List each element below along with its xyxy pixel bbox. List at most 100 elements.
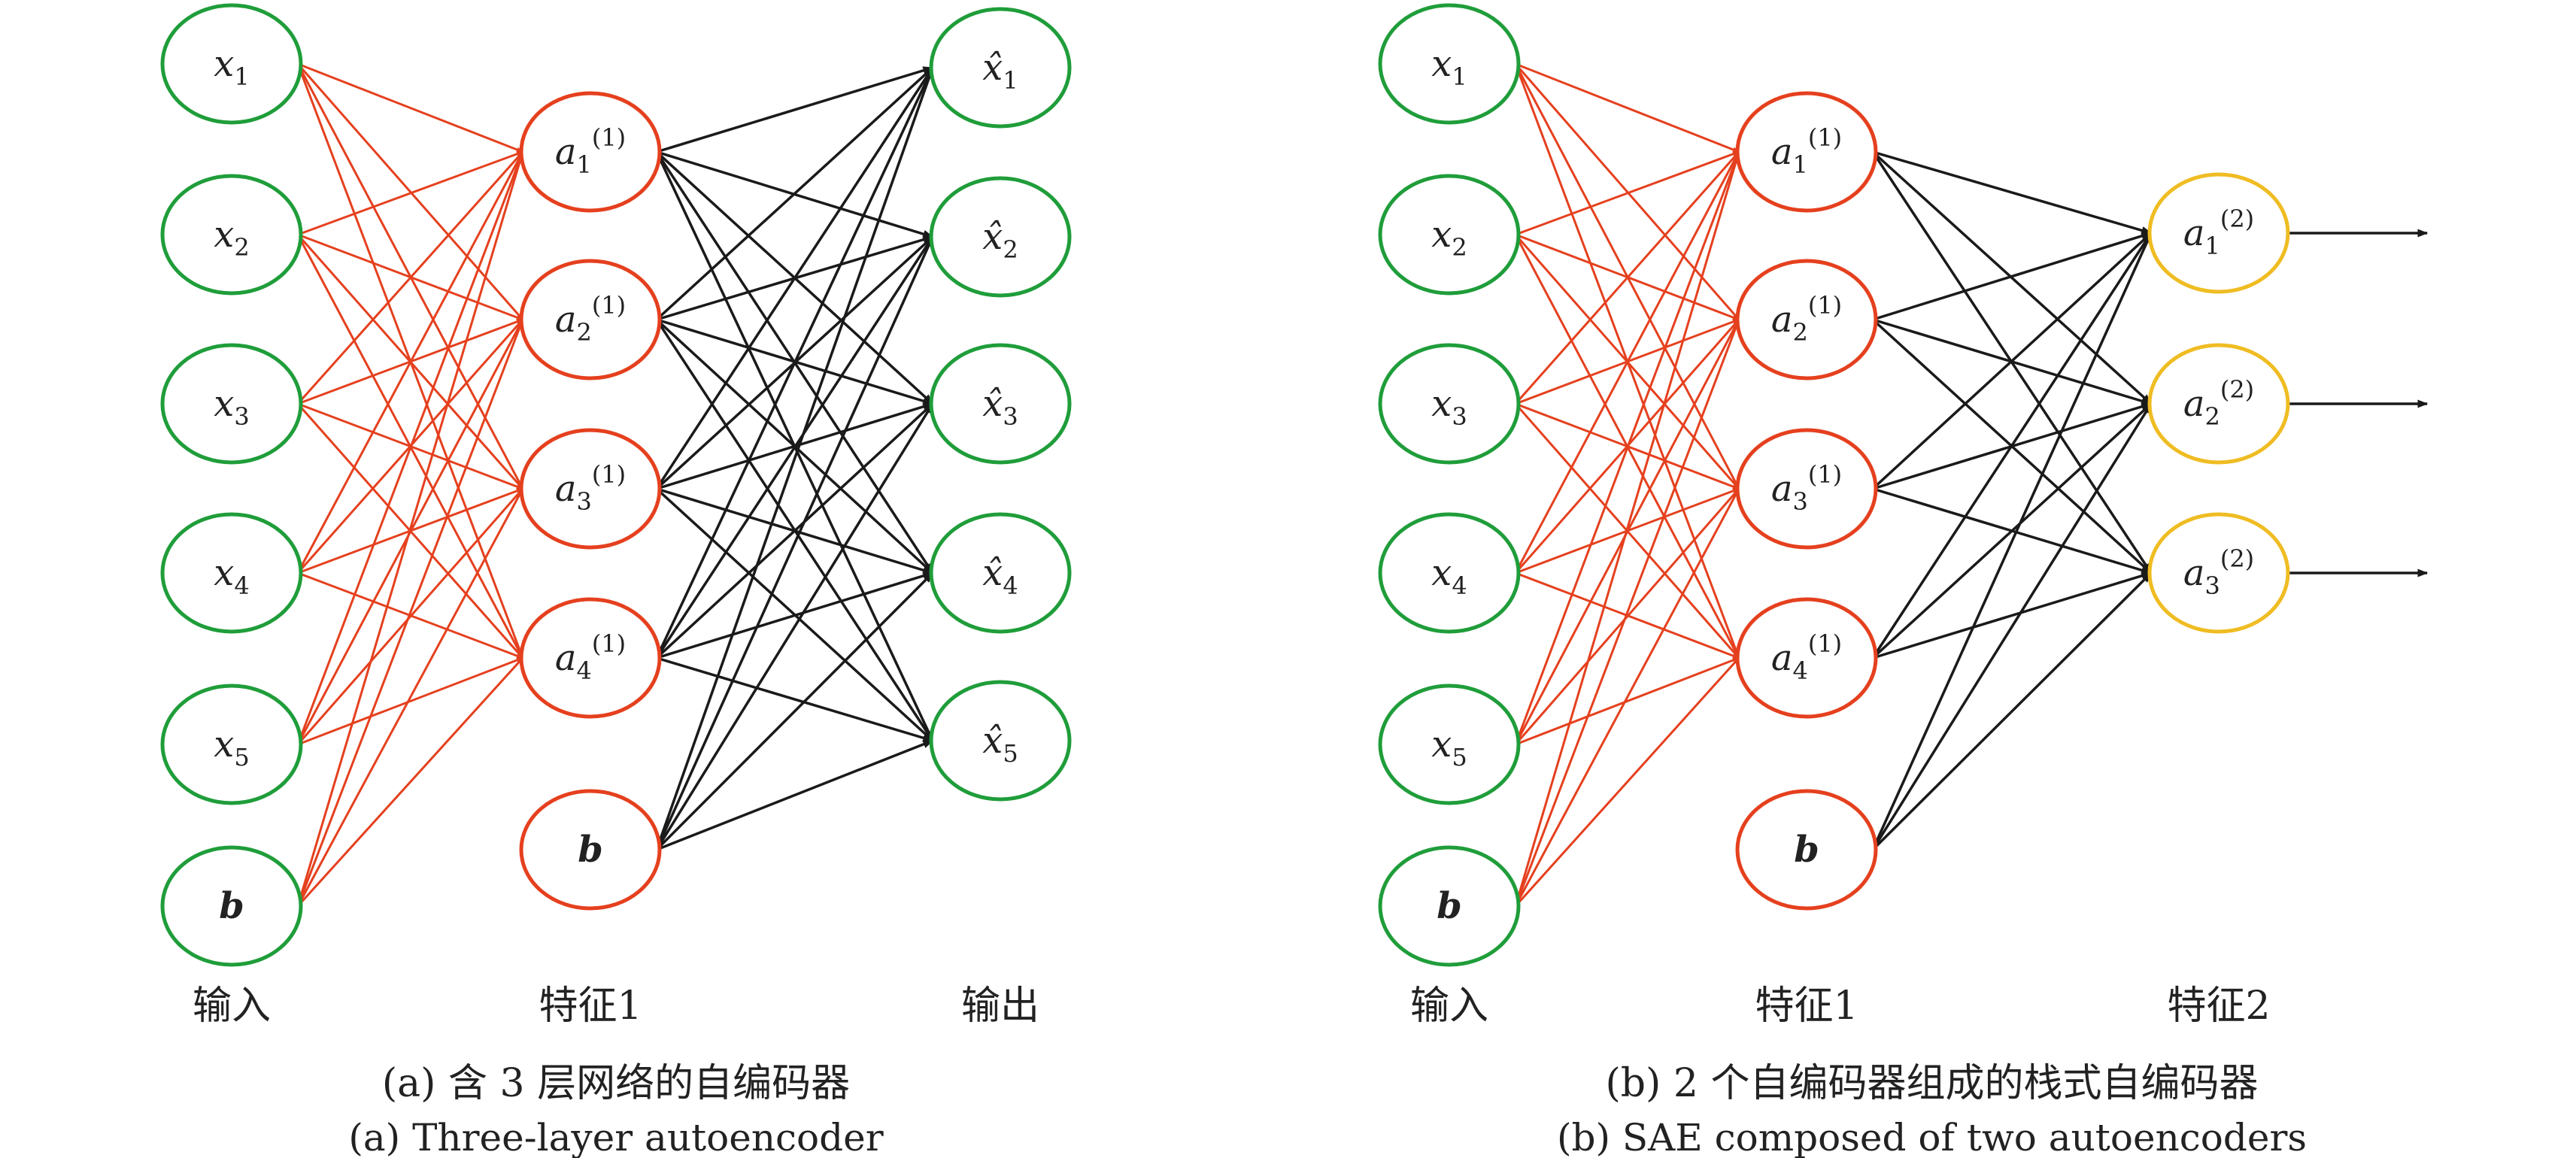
layer-label: 输出 — [961, 984, 1039, 1029]
edge-panel-a-in6-hid4 — [296, 656, 524, 908]
hidden-node-circle — [519, 259, 662, 380]
layer-label: 特征1 — [1755, 984, 1858, 1029]
feature2-node-label-base: a — [2183, 212, 2205, 254]
output-node-label-base: x̂ — [982, 216, 1003, 258]
edge-panel-a-in5-hid4 — [297, 656, 523, 746]
edge-panel-b-hid4-out2 — [1871, 402, 2153, 659]
hidden-node: a4(1) — [519, 597, 662, 719]
edge-panel-b-in5-hid3 — [1514, 488, 1740, 745]
edge-panel-b-hid5-out2 — [1871, 402, 2153, 850]
output-node-label-base: x̂ — [982, 47, 1003, 89]
edge-panel-a-in5-hid1 — [296, 151, 524, 745]
hidden-node-label-sup: (1) — [592, 460, 626, 489]
input-node-circle — [1378, 343, 1521, 465]
hidden-node-circle — [1735, 91, 1878, 213]
edge-panel-b-in6-hid3 — [1514, 488, 1740, 907]
input-node-label: x2 — [1431, 214, 1467, 262]
hidden-node-label-sub: 3 — [576, 487, 591, 516]
input-node-label-base: x — [1431, 214, 1452, 256]
output-node-label-sub: 3 — [1003, 402, 1018, 431]
input-node: x1 — [1378, 3, 1521, 125]
output-node-label-base: x̂ — [982, 552, 1003, 594]
edge-panel-a-hid4-out3 — [655, 402, 934, 659]
input-node-label-sub: 4 — [1452, 571, 1467, 600]
hidden-node-label: a4(1) — [555, 629, 626, 685]
hidden-node-circle — [1735, 597, 1878, 719]
input-node: x4 — [1378, 512, 1521, 634]
hidden-node-label: a1(1) — [1771, 123, 1842, 179]
hidden-node-label: a3(1) — [1771, 460, 1842, 516]
input-node-label: x1 — [214, 43, 249, 91]
edge-panel-b-in1-hid2 — [1514, 63, 1740, 320]
input-node: x2 — [1378, 174, 1521, 296]
edge-panel-a-in2-hid1 — [297, 150, 523, 236]
input-node-label: x1 — [1431, 43, 1467, 91]
hidden-node-label-base: a — [555, 637, 577, 679]
hidden-node-label-sup: (1) — [1808, 291, 1842, 320]
hidden-bias-node-circle — [1735, 789, 1878, 911]
output-node-circle — [929, 176, 1072, 298]
layer-label: 特征2 — [2167, 984, 2270, 1029]
edge-panel-a-hid4-out4 — [656, 571, 934, 659]
edge-panel-a-hid3-out1 — [655, 66, 934, 490]
feature2-node-label-base: a — [2183, 383, 2205, 425]
hidden-bias-node-label: b — [578, 829, 603, 871]
edge-panel-a-in1-hid2 — [296, 63, 524, 320]
output-node-label-sub: 5 — [1003, 739, 1018, 768]
feature2-node: a3(2) — [2147, 512, 2290, 634]
edge-panel-a-hid4-out1 — [655, 66, 934, 659]
output-node-circle — [929, 7, 1072, 129]
feature2-node-circle — [2147, 512, 2290, 634]
input-node: x3 — [160, 343, 303, 465]
input-node-circle — [160, 3, 303, 125]
output-node-circle — [929, 680, 1072, 802]
edge-panel-a-hid5-out3 — [655, 402, 934, 850]
caption-cn: (b) 2 个自编码器组成的栈式自编码器 — [1605, 1061, 2258, 1106]
hidden-node-label: a2(1) — [555, 291, 626, 347]
hidden-node-label-base: a — [1771, 637, 1793, 679]
edge-panel-a-hid4-out2 — [655, 235, 934, 659]
layer-label: 输入 — [193, 984, 271, 1029]
edge-panel-b-hid5-out1 — [1871, 232, 2153, 850]
hidden-node-label-base: a — [1771, 468, 1793, 510]
hidden-node-label-base: a — [1771, 131, 1793, 173]
input-node-label-sub: 5 — [1452, 743, 1467, 771]
edge-panel-a-hid5-out1 — [655, 66, 934, 850]
input-node-circle — [160, 174, 303, 296]
hidden-node: a3(1) — [519, 428, 662, 550]
hidden-node-label-sub: 2 — [576, 318, 591, 347]
hidden-node-label: a2(1) — [1771, 291, 1842, 347]
feature2-node-circle — [2147, 343, 2290, 465]
hidden-node-label-sup: (1) — [1808, 460, 1842, 489]
output-node-label: x̂4 — [982, 552, 1018, 600]
hidden-node-label-base: a — [555, 468, 577, 510]
input-node-label-sub: 2 — [234, 233, 249, 262]
feature2-node-label-sup: (2) — [2220, 544, 2254, 573]
input-node-label-base: x — [1431, 552, 1452, 594]
caption-en: (a) Three-layer autoencoder — [348, 1116, 883, 1158]
output-node: x̂2 — [929, 176, 1072, 298]
input-node-circle — [1378, 512, 1521, 634]
input-node-label-base: x — [214, 552, 234, 594]
hidden-node-label-sup: (1) — [592, 629, 626, 658]
input-node-circle — [1378, 174, 1521, 296]
input-node-label: x3 — [1431, 383, 1467, 431]
feature2-node: a2(2) — [2147, 343, 2290, 465]
hidden-node-circle — [519, 428, 662, 550]
output-node-label: x̂3 — [982, 383, 1018, 431]
output-node: x̂4 — [929, 512, 1072, 634]
edges — [296, 62, 2429, 908]
edge-panel-a-in6-hid3 — [296, 488, 524, 907]
edge-panel-b-in6-hid4 — [1514, 656, 1740, 908]
input-node-label-base: x — [214, 43, 234, 85]
feature2-node-label-base: a — [2183, 552, 2205, 594]
output-node-label-base: x̂ — [982, 383, 1003, 425]
edge-panel-b-in3-hid1 — [1514, 151, 1740, 405]
caption-en: (b) SAE composed of two autoencoders — [1557, 1116, 2307, 1158]
input-node-label-sub: 5 — [234, 743, 249, 771]
output-node-label: x̂2 — [982, 216, 1018, 264]
edge-panel-b-hid2-out1 — [1872, 232, 2153, 321]
hidden-node-label-sub: 2 — [1792, 318, 1807, 347]
input-node: x2 — [160, 174, 303, 296]
